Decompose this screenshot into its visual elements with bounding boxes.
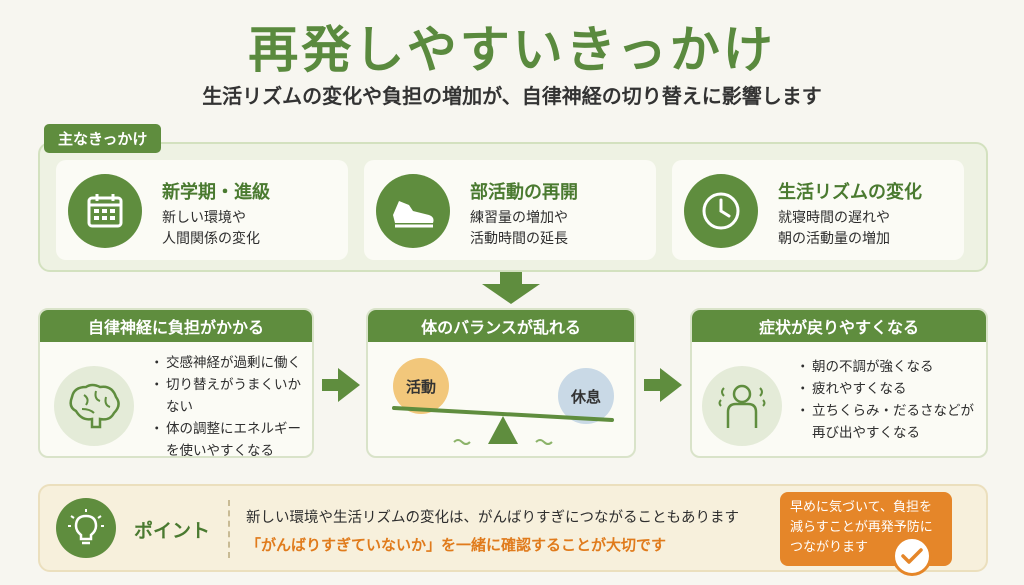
activity-weight: 活動 [393, 358, 449, 414]
process-point-list: 交感神経が過剰に働く 切り替えがうまくいかない 体の調整にエネルギーを使いやすく… [150, 352, 312, 456]
scale-icon [392, 406, 614, 445]
right-arrow-icon [644, 368, 682, 402]
trigger-title: 新学期・進級 [162, 182, 270, 203]
page-title: 再発しやすいきっかけ [248, 21, 776, 79]
person-dizzy-icon [702, 366, 782, 446]
trigger-desc: 練習量の増加や 活動時間の延長 [470, 210, 568, 247]
lightbulb-icon [56, 498, 116, 558]
triggers-section-label: 主なきっかけ [44, 124, 162, 153]
list-item: 疲れやすくなる [796, 378, 984, 400]
point-highlight-text: 「がんばりすぎていないか」を一緒に確認することが大切です [246, 536, 667, 554]
point-label: ポイント [134, 520, 211, 542]
trigger-card-new-term: 新学期・進級 新しい環境や 人間関係の変化 [56, 160, 348, 260]
list-item: 立ちくらみ・だるさなどが再び出やすくなる [796, 400, 984, 444]
process-point-list: 朝の不調が強くなる 疲れやすくなる 立ちくらみ・だるさなどが再び出やすくなる [796, 356, 984, 444]
page-subtitle: 生活リズムの変化や負担の増加が、自律神経の切り替えに影響します [202, 84, 822, 108]
rest-weight: 休息 [558, 368, 614, 424]
right-arrow-icon [322, 368, 360, 402]
advice-callout: 早めに気づいて、負担を 減らすことが再発予防に つながります [780, 492, 952, 566]
process-box-title: 体のバランスが乱れる [368, 310, 634, 342]
list-item: 朝の不調が強くなる [796, 356, 984, 378]
list-item: 切り替えがうまくいかない [150, 374, 312, 418]
process-box-nervous-load: 自律神経に負担がかかる 交感神経が過剰に働く 切り替えがうまくいかない 体の調整… [38, 308, 314, 458]
clock-icon [684, 174, 758, 248]
shoe-icon [376, 174, 450, 248]
down-arrow-icon [482, 272, 540, 304]
point-text: 新しい環境や生活リズムの変化は、がんばりすぎにつながることもあります [246, 510, 739, 526]
trigger-card-life-rhythm: 生活リズムの変化 就寝時間の遅れや 朝の活動量の増加 [672, 160, 964, 260]
process-box-title: 自律神経に負担がかかる [40, 310, 312, 342]
point-panel: ポイント 新しい環境や生活リズムの変化は、がんばりすぎにつながることもあります … [38, 484, 988, 572]
check-icon [892, 536, 932, 576]
brain-icon [54, 366, 134, 446]
process-box-symptoms: 症状が戻りやすくなる 朝の不調が強くなる 疲れやすくなる 立ちくらみ・だるさなど… [690, 308, 988, 458]
trigger-desc: 新しい環境や 人間関係の変化 [162, 210, 260, 247]
trigger-desc: 就寝時間の遅れや 朝の活動量の増加 [778, 210, 890, 247]
divider [228, 500, 230, 558]
list-item: 体の調整にエネルギーを使いやすくなる [150, 418, 312, 456]
trigger-card-club-activity: 部活動の再開 練習量の増加や 活動時間の延長 [364, 160, 656, 260]
trigger-title: 生活リズムの変化 [778, 182, 922, 203]
calendar-icon [68, 174, 142, 248]
process-box-title: 症状が戻りやすくなる [692, 310, 986, 342]
list-item: 交感神経が過剰に働く [150, 352, 312, 374]
trigger-title: 部活動の再開 [470, 182, 578, 203]
process-box-balance: 体のバランスが乱れる 活動 休息 [366, 308, 636, 458]
